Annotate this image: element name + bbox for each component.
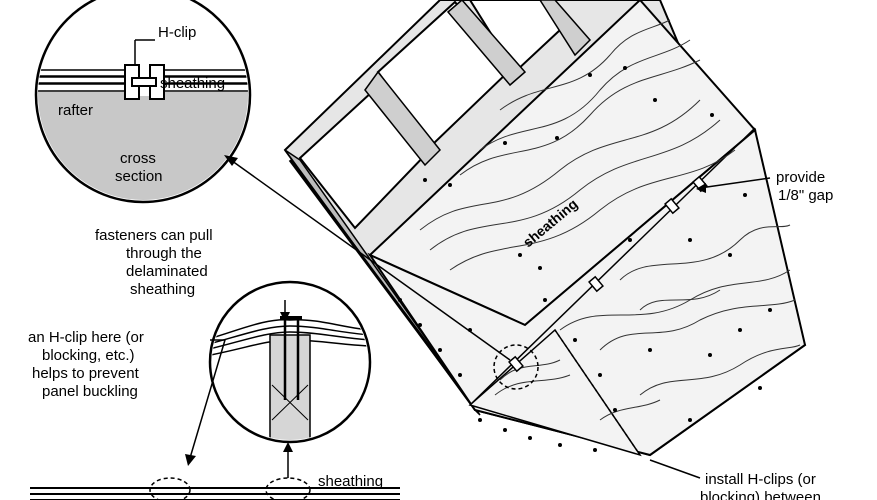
- label-h-clip: H-clip: [158, 24, 196, 41]
- bottom-clip-marker: [149, 477, 191, 500]
- panel-joint-vertical: [554, 329, 641, 456]
- cross-section-detail: H-clip sheathing rafter cross section: [34, 0, 252, 204]
- label-h-clip-here-4: panel buckling: [42, 383, 138, 400]
- rafter: [446, 0, 527, 87]
- sheathing-panels: [367, 0, 807, 457]
- sheathing-panel-lower: [367, 128, 807, 457]
- label-sheathing-bottom: sheathing: [318, 473, 383, 490]
- rafter: [539, 0, 592, 57]
- label-section: section: [115, 168, 163, 185]
- bottom-sheathing-section: sheathing: [30, 442, 400, 500]
- label-h-clip-here-1: an H-clip here (or: [28, 329, 144, 346]
- install-h-clips-callout: install H-clips (or blocking) between: [649, 459, 821, 500]
- rafter: [364, 70, 442, 167]
- fastener-rafter: [269, 334, 311, 440]
- arrow-detail-to-clip: [224, 155, 511, 361]
- h-clip-glyph: [124, 64, 165, 100]
- label-h-clip-here-2: blocking, etc.): [42, 347, 135, 364]
- label-fasteners-1: fasteners can pull: [95, 227, 213, 244]
- label-provide: provide: [776, 169, 825, 186]
- label-sheathing-detail: sheathing: [160, 75, 225, 92]
- label-fasteners-4: sheathing: [130, 281, 195, 298]
- fascia-line: [288, 159, 477, 409]
- label-install-1: install H-clips (or: [705, 471, 816, 488]
- label-rafter: rafter: [58, 102, 93, 119]
- detail-highlight-circle: [493, 344, 539, 390]
- label-cross: cross: [120, 150, 156, 167]
- sheathing-panel-split: [468, 328, 642, 457]
- label-fasteners-2: through the: [126, 245, 202, 262]
- provide-gap-callout: provide 1/8" gap: [696, 169, 833, 204]
- h-clip-here-leader: [189, 339, 227, 459]
- fastener-detail: fasteners can pull through the delaminat…: [95, 227, 372, 444]
- bottom-fastener-marker: [265, 477, 311, 500]
- wood-grain: [419, 19, 801, 421]
- label-h-clip-here-3: helps to prevent: [32, 365, 140, 382]
- label-fasteners-3: delaminated: [126, 263, 208, 280]
- nail-dots: [398, 66, 772, 452]
- label-install-2: blocking) between: [700, 489, 821, 500]
- label-gap: 1/8" gap: [778, 187, 833, 204]
- h-clip-here-callout: an H-clip here (or blocking, etc.) helps…: [28, 329, 227, 466]
